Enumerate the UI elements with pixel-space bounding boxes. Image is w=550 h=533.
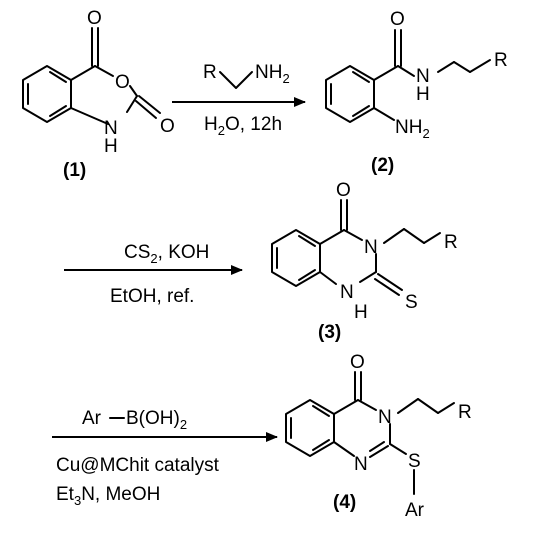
compound-3-nh-hydrogen: H [354, 302, 368, 323]
compound-1-anhydride-ring [70, 27, 161, 125]
amine-r-group: R [203, 62, 217, 83]
et-text: Et [56, 484, 75, 505]
thioether-sulfur-atom: S [408, 451, 421, 472]
aryl-group: Ar [405, 500, 425, 521]
condition-boronic-acid-group: B(OH)2 [126, 408, 187, 432]
compound-3-nitrogen-3: N [364, 237, 378, 258]
compound-2-r-group: R [494, 50, 508, 71]
compound-3-structure: O N R N H S (3) [271, 180, 458, 343]
nitrogen-hydrogen-atom: H [104, 136, 118, 157]
compound-3-r-group: R [444, 232, 458, 253]
water-o-time-text: O, 12h [225, 114, 282, 135]
cs-subscript-2: 2 [150, 251, 157, 266]
ring-oxygen-atom: O [115, 72, 130, 93]
ar-text: Ar [82, 408, 102, 429]
amino-nh-text: NH [395, 117, 422, 138]
compound-3-pyrimidine-ring [319, 199, 403, 296]
compound-2-label: (2) [371, 155, 394, 176]
condition-water-time: H2O, 12h [204, 114, 282, 138]
carbonyl-oxygen-atom: O [87, 8, 102, 29]
koh-text: , KOH [158, 242, 210, 263]
water-subscript-2: 2 [218, 123, 225, 138]
water-h-text: H [204, 114, 218, 135]
compound-4-nitrogen-1: N [354, 454, 368, 475]
compound-3-oxygen-atom: O [336, 180, 351, 201]
compound-1-structure: O O O N H (1) [22, 8, 175, 181]
amine-subscript-2: 2 [282, 71, 289, 86]
condition-arylboronic-acid: Ar [82, 408, 102, 429]
compound-4-r-group: R [458, 402, 472, 423]
compound-4-oxygen-atom: O [350, 352, 365, 373]
compound-4-benzene-ring [285, 399, 335, 457]
step-1: R NH2 H2O, 12h [172, 62, 306, 138]
amide-oxygen-atom: O [390, 9, 405, 30]
condition-etoh-reflux: EtOH, ref. [110, 286, 194, 307]
step-2: CS2, KOH EtOH, ref. [64, 242, 243, 307]
compound-4-structure: O N R N S Ar (4) [285, 352, 472, 521]
amine-nh2-group: NH2 [255, 62, 290, 86]
condition-catalyst: Cu@MChit catalyst [56, 455, 220, 476]
compound-1-benzene-ring [22, 65, 72, 123]
step-3: Ar B(OH)2 Cu@MChit catalyst Et3N, MeOH [52, 408, 278, 508]
ring-nitrogen-atom: N [104, 118, 118, 139]
amine-nh-text: NH [255, 62, 282, 83]
compound-4-pyrimidine-ring [333, 371, 415, 495]
boh-text: B(OH) [126, 408, 180, 429]
compound-1-label: (1) [63, 160, 86, 181]
compound-2-benzene-ring [325, 65, 375, 123]
amino-group: NH2 [395, 117, 430, 141]
et-subscript-3: 3 [74, 493, 81, 508]
compound-3-label: (3) [318, 322, 341, 343]
compound-4-nitrogen-3: N [378, 407, 392, 428]
amide-nitrogen-atom: N [416, 66, 430, 87]
compound-3-benzene-ring [271, 229, 321, 287]
compound-2-structure: O N H R NH2 (2) [325, 9, 508, 176]
exocyclic-oxygen-atom: O [160, 116, 175, 137]
boh-subscript-2: 2 [180, 417, 187, 432]
compound-4-label: (4) [333, 492, 356, 513]
amide-hydrogen-atom: H [416, 84, 430, 105]
condition-base-solvent: Et3N, MeOH [56, 484, 160, 508]
condition-cs2-koh: CS2, KOH [124, 242, 209, 266]
thione-sulfur-atom: S [405, 292, 418, 313]
cs-text: CS [124, 242, 150, 263]
amino-subscript-2: 2 [422, 126, 429, 141]
n-meoh-text: N, MeOH [81, 484, 160, 505]
compound-3-nitrogen-1: N [340, 282, 354, 303]
